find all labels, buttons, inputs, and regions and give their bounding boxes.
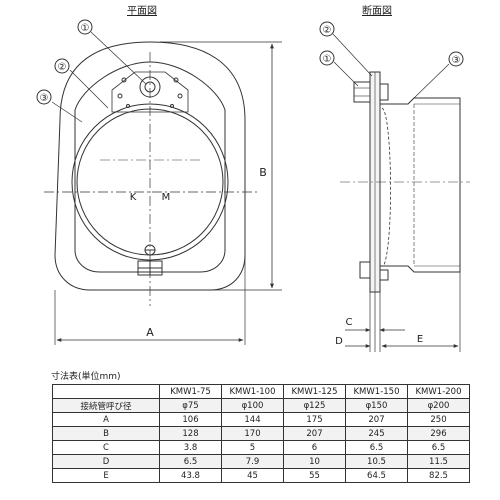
table-cell: φ75 [159,398,222,413]
table-cell: 接続管呼び径 [52,398,160,413]
table-header-cell: KMW1-200 [407,384,470,399]
dimension-d-label: D [335,336,343,347]
inner-body-outline [74,61,226,273]
table-cell: 6.5 [345,440,408,455]
leader-1 [90,31,147,85]
boss-hole [170,104,174,108]
table-cell: D [52,454,160,469]
section-leader-3 [411,63,450,101]
table-cell: 245 [345,426,408,441]
leader-3 [51,101,83,123]
table-cell: 7.9 [221,454,284,469]
table-cell: 64.5 [345,468,408,483]
section-view [319,21,470,352]
plan-view [36,19,282,345]
callout-circle-1 [77,19,93,35]
boss-hole [173,77,179,83]
table-cell: 10 [283,454,346,469]
table-header-cell: KMW1-75 [159,384,222,399]
table-cell: A [52,412,160,427]
table-header-cell: KMW1-150 [345,384,408,399]
table-cell: 6.5 [159,454,222,469]
section-pipe-socket [380,97,461,273]
boss-hole [117,93,123,99]
table-cell: 5 [221,440,284,455]
plan-view-title: 平面図 [127,6,157,17]
dimension-table-caption: 寸法表(単位mm) [51,372,121,382]
table-cell: 128 [159,426,222,441]
table-cell: C [52,440,160,455]
table-cell: 3.8 [159,440,222,455]
section-leader-2 [332,33,373,77]
section-bolt-shank [379,83,389,101]
table-cell: 170 [221,426,284,441]
table-row: E 43.8 45 55 64.5 82.5 [52,468,470,483]
table-cell: φ100 [221,398,284,413]
label-k: K [130,192,137,203]
table-cell: 11.5 [407,454,470,469]
table-header-row: KMW1-75 KMW1-100 KMW1-125 KMW1-150 KMW1-… [52,384,470,399]
table-row: 接続管呼び径 φ75 φ100 φ125 φ150 φ200 [52,398,470,413]
dimension-e-label: E [417,334,423,345]
callout-label-3: ③ [40,93,49,104]
hinge-plate [111,71,189,113]
callout-label-2: ② [58,62,67,73]
section-callout-circle-2 [319,21,335,37]
table-cell: φ125 [283,398,346,413]
table-cell: B [52,426,160,441]
table-cell: 250 [407,412,470,427]
section-flap-hidden [381,107,391,266]
table-cell: 55 [283,468,346,483]
table-cell: φ200 [407,398,470,413]
table-cell: 6.5 [407,440,470,455]
section-callout-label-3: ③ [452,55,461,66]
table-row: C 3.8 5 6 6.5 6.5 [52,440,470,455]
dimension-c-label: C [346,317,353,328]
section-callout-circle-3 [448,51,464,67]
section-callout-label-1: ① [323,54,332,65]
table-cell: 6 [283,440,346,455]
table-header-cell: KMW1-100 [221,384,284,399]
table-cell: 43.8 [159,468,222,483]
callout-circle-3 [36,89,52,105]
dimension-b-label: B [259,166,267,179]
boss-hole [126,104,130,108]
section-view-title: 断面図 [362,6,392,17]
table-cell: E [52,468,160,483]
table-cell: 82.5 [407,468,470,483]
table-row: A 106 144 175 207 250 [52,412,470,427]
table-cell: φ150 [345,398,408,413]
table-header-cell: KMW1-125 [283,384,346,399]
table-cell: 207 [345,412,408,427]
outer-flange-outline [54,41,246,291]
table-row: B 128 170 207 245 296 [52,426,470,441]
boss-hole [121,77,127,83]
dimension-a-label: A [146,326,154,339]
section-callout-label-2: ② [323,25,332,36]
label-m: M [162,192,171,203]
section-bolt-head [353,81,371,103]
table-cell: 45 [221,468,284,483]
boss-hole [177,93,183,99]
table-cell: 175 [283,412,346,427]
callout-circle-2 [54,58,70,74]
technical-drawing: ① ② ③ K M A B [36,19,470,352]
table-cell: 207 [283,426,346,441]
callout-label-1: ① [81,23,90,34]
table-cell: 10.5 [345,454,408,469]
table-cell: 106 [159,412,222,427]
table-header-cell [52,384,160,399]
table-cell: 144 [221,412,284,427]
table-row: D 6.5 7.9 10 10.5 11.5 [52,454,470,469]
section-bottom-latch [359,261,371,279]
table-cell: 296 [407,426,470,441]
leader-2 [69,69,109,109]
section-callout-circle-1 [319,50,335,66]
section-leader-1 [333,61,359,87]
dimension-table: KMW1-75 KMW1-100 KMW1-125 KMW1-150 KMW1-… [52,384,470,483]
